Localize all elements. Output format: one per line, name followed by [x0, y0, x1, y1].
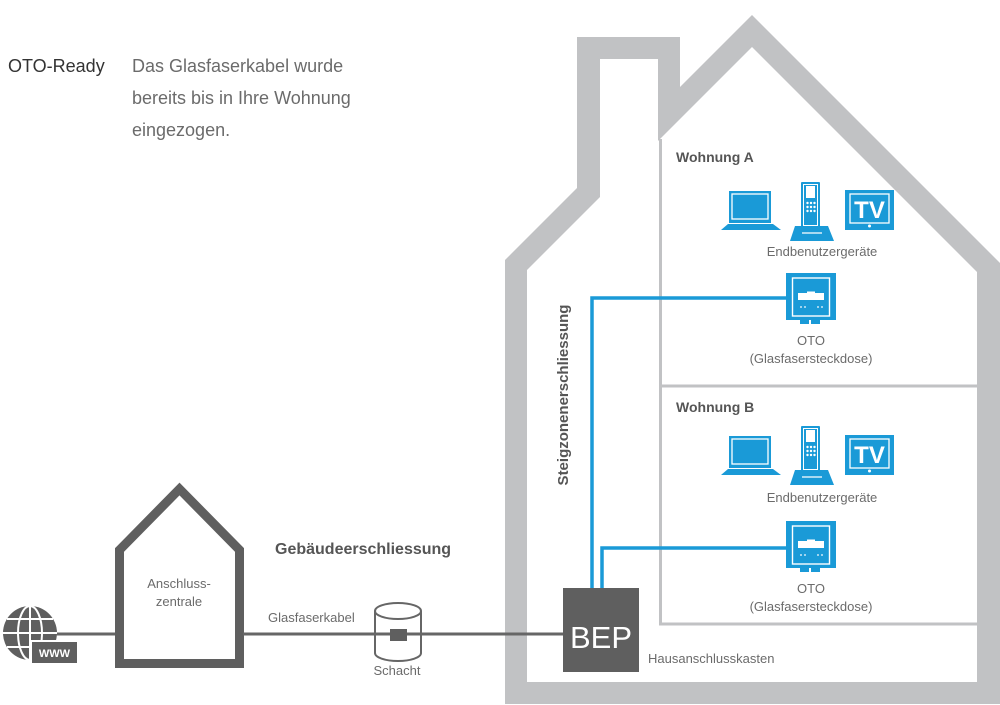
- apartment-a-oto-label: OTO: [797, 333, 825, 348]
- intro-description-line-1: Das Glasfaserkabel wurde: [132, 56, 343, 76]
- tv-icon: TV: [845, 435, 894, 475]
- apartment-b-devices-label: Endbenutzergeräte: [767, 490, 878, 505]
- section-label: Gebäudeerschliessung: [275, 541, 451, 558]
- bep-label: BEP: [570, 620, 632, 655]
- manhole-label: Schacht: [374, 663, 421, 678]
- apartment-b-name: Wohnung B: [676, 399, 754, 415]
- tv-icon: TV: [845, 190, 894, 230]
- exchange-label-line-2: zentrale: [156, 594, 202, 609]
- apartment-a: Wohnung A TV Endbenutzergeräte: [676, 149, 894, 366]
- apartment-b-oto-sublabel: (Glasfasersteckdose): [750, 599, 873, 614]
- tv-label: TV: [854, 442, 885, 469]
- manhole-splice: [390, 629, 407, 641]
- building-icon: [115, 482, 244, 668]
- www-badge: WWW: [30, 640, 79, 665]
- intro-description-line-2: bereits bis in Ihre Wohnung: [132, 88, 351, 108]
- riser-label: Steigzonenerschliessung: [555, 305, 572, 486]
- apartment-a-name: Wohnung A: [676, 149, 754, 165]
- apartment-a-devices-label: Endbenutzergeräte: [767, 244, 878, 259]
- cordless-phone-icon: [790, 182, 834, 241]
- cordless-phone-icon: [790, 426, 834, 485]
- fiber-line-apartment-a: [590, 296, 787, 589]
- apartment-b: Wohnung B TV Endbenutzergeräte: [676, 399, 894, 614]
- oto-socket-icon: [786, 521, 836, 572]
- cable-label: Glasfaserkabel: [268, 610, 355, 625]
- oto-socket-icon: [786, 273, 836, 324]
- fiber-line-apartment-b: [600, 546, 787, 589]
- intro: OTO-Ready Das Glasfaserkabel wurde berei…: [8, 56, 351, 140]
- intro-description-line-3: eingezogen.: [132, 120, 230, 140]
- laptop-icon: [721, 191, 781, 230]
- bep-box: [563, 588, 639, 672]
- apartment-b-oto-label: OTO: [797, 581, 825, 596]
- www-badge-label: WWW: [39, 648, 71, 660]
- tv-label: TV: [854, 197, 885, 224]
- apartment-a-oto-sublabel: (Glasfasersteckdose): [750, 351, 873, 366]
- intro-term: OTO-Ready: [8, 56, 105, 76]
- bep-caption: Hausanschlusskasten: [648, 651, 774, 666]
- exchange-label-line-1: Anschluss-: [147, 576, 211, 591]
- laptop-icon: [721, 436, 781, 475]
